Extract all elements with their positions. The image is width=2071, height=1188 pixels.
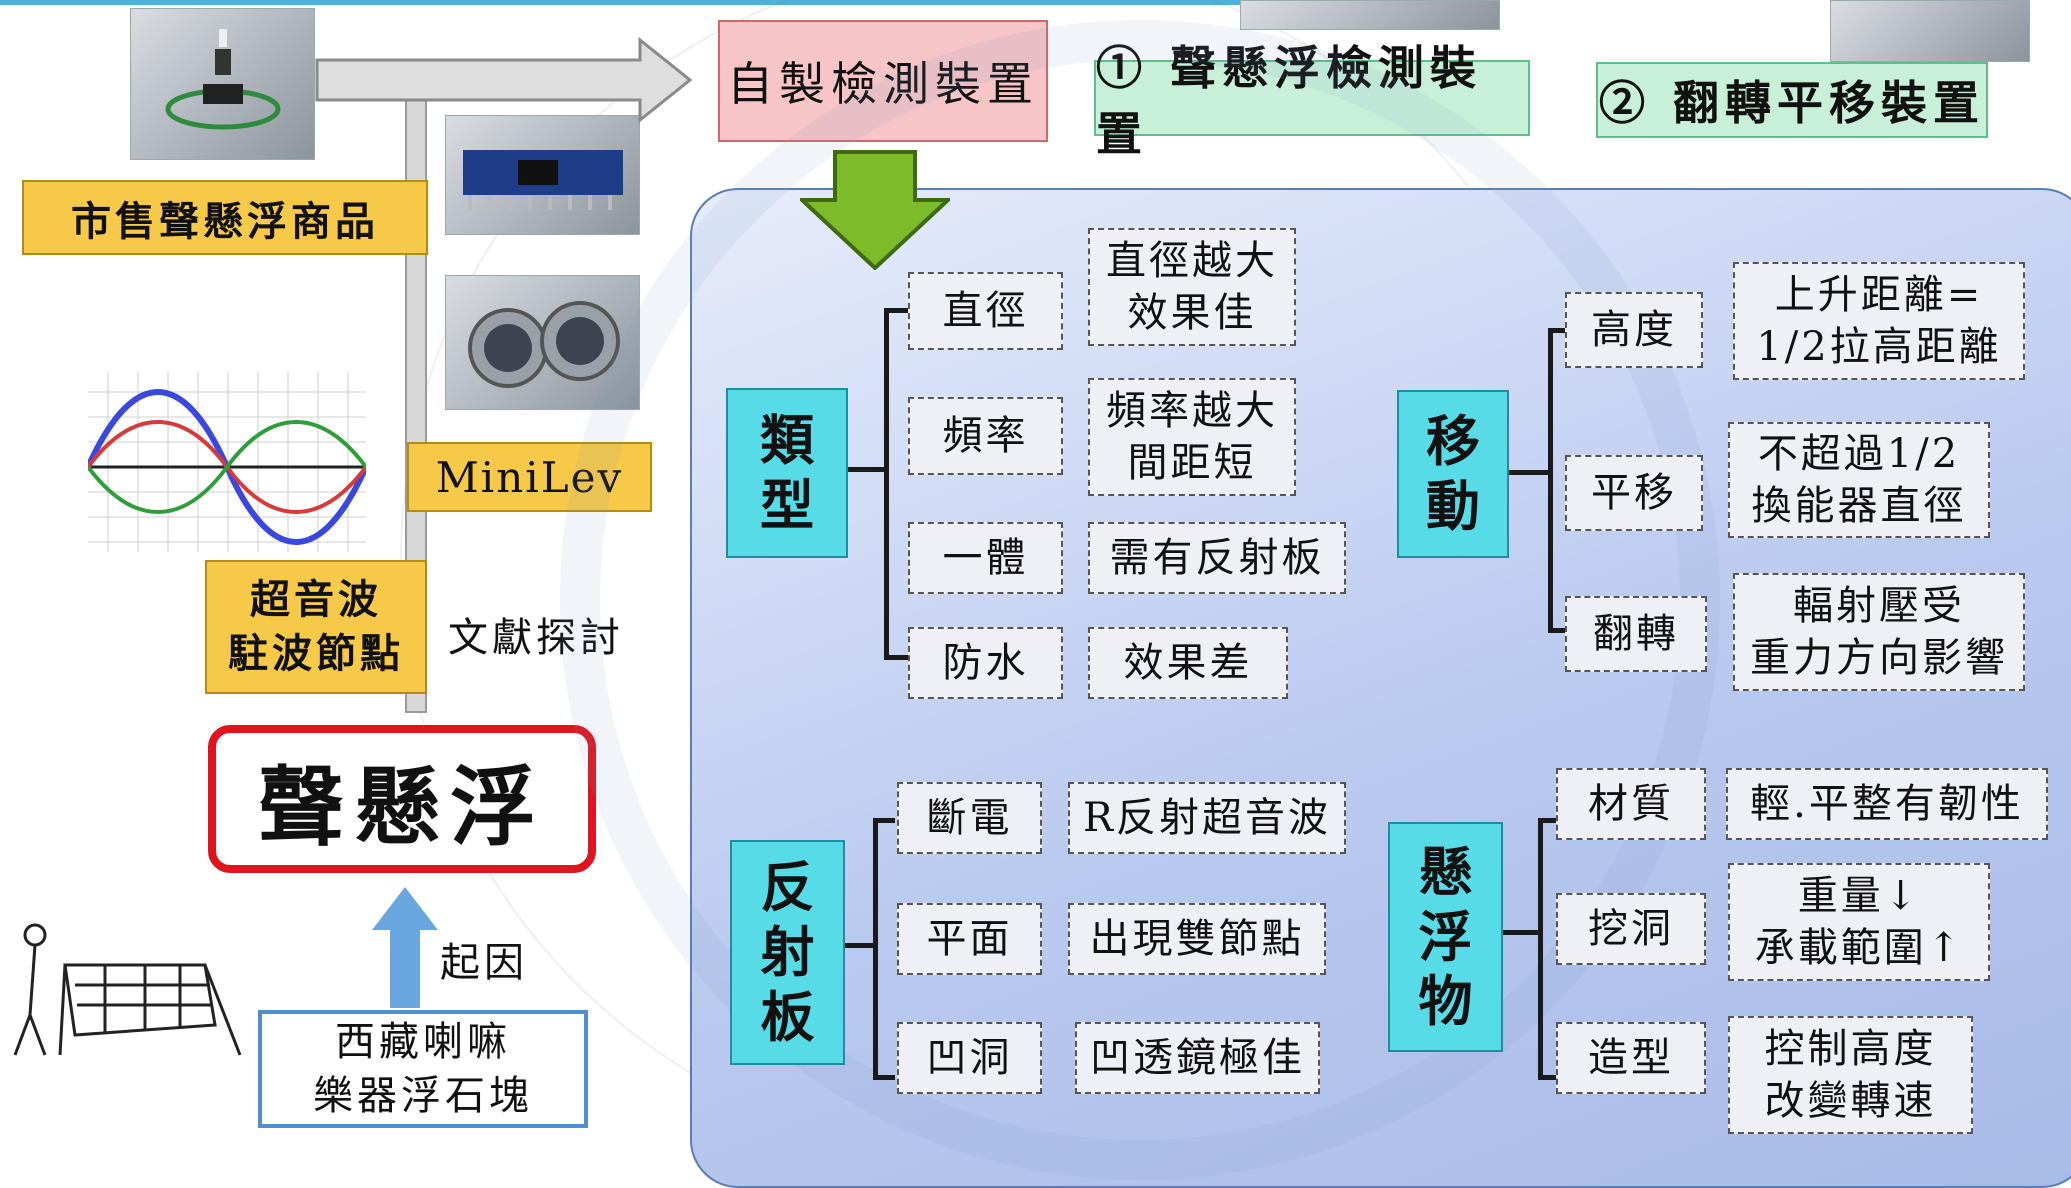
levitated-connector <box>1503 930 1543 935</box>
type-title-char-2: 型 <box>760 473 814 537</box>
move-key-box: 高度 <box>1565 292 1703 368</box>
levitated-key-box: 造型 <box>1556 1022 1706 1094</box>
main-title-box: 聲懸浮 <box>208 725 596 873</box>
levitated-title-char-1: 懸 <box>1418 839 1473 904</box>
move-desc-box: 上升距離= 1/2拉高距離 <box>1733 262 2025 380</box>
ultrasonic-sensor-icon <box>467 300 620 388</box>
levitated-desc-box: 控制高度 改變轉速 <box>1728 1016 1973 1134</box>
type-bracket-line <box>884 308 889 660</box>
tibet-line-2: 樂器浮石塊 <box>313 1073 533 1119</box>
reflector-desc-box: 凹透鏡極佳 <box>1075 1022 1320 1094</box>
move-title-char-1: 移 <box>1426 409 1480 474</box>
gray-arrow-to-device <box>315 36 693 124</box>
levitated-title-char-2: 浮 <box>1418 904 1473 969</box>
type-title-char-1: 類 <box>760 408 814 473</box>
top-accent-line <box>0 0 1420 5</box>
type-key-box: 直徑 <box>908 272 1063 350</box>
reflector-connector <box>845 943 877 948</box>
move-desc-line: 重力方向影響 <box>1750 635 2008 681</box>
blue-up-arrow <box>372 887 438 1008</box>
device-2-label: ② 翻轉平移裝置 <box>1596 62 1988 138</box>
move-desc-line: 1/2拉高距離 <box>1756 324 2002 370</box>
move-key-box: 平移 <box>1565 455 1703 531</box>
move-tick <box>1548 328 1568 333</box>
reflector-title-char-2: 射 <box>760 920 815 985</box>
reflector-key-box: 斷電 <box>897 782 1042 854</box>
type-tick <box>884 308 910 313</box>
move-title-char-2: 動 <box>1426 474 1480 538</box>
type-connector <box>848 467 886 472</box>
origin-label: 起因 <box>440 940 528 986</box>
levitator-icon <box>165 29 280 130</box>
move-desc-line: 不超過1/2 <box>1757 431 1961 477</box>
move-category-box: 移 動 <box>1397 390 1509 558</box>
type-desc-box: 直徑越大 效果佳 <box>1088 228 1296 346</box>
levitated-desc-box: 輕.平整有韌性 <box>1726 768 2048 840</box>
levitated-desc-line: 改變轉速 <box>1764 1078 1937 1124</box>
circuit-board-photo <box>445 115 640 235</box>
reflector-tick <box>873 818 895 823</box>
type-desc-line: 直徑越大 <box>1106 238 1278 284</box>
levitated-desc-box: 重量↓ 承載範圍↑ <box>1728 863 1990 981</box>
top-device-photo-2 <box>1830 0 2030 62</box>
ultrasonic-line-2: 駐波節點 <box>228 630 404 677</box>
move-desc-line: 輻射壓受 <box>1793 583 1965 629</box>
reflector-tick <box>873 1075 895 1080</box>
tibet-line-1: 西藏喇嘛 <box>335 1019 511 1065</box>
type-key-box: 一體 <box>908 522 1063 594</box>
reflector-title-char-3: 板 <box>760 984 815 1049</box>
type-desc-line: 效果佳 <box>1127 290 1257 336</box>
type-key-box: 頻率 <box>908 397 1063 475</box>
move-desc-line: 上升距離= <box>1774 272 1984 318</box>
ultrasonic-standing-wave-label: 超音波 駐波節點 <box>205 560 427 694</box>
levitator-product-photo <box>130 8 315 160</box>
move-tick <box>1548 628 1568 633</box>
reflector-title-char-1: 反 <box>760 855 815 920</box>
move-key-box: 翻轉 <box>1565 596 1707 672</box>
levitated-desc-line: 承載範圍↑ <box>1754 925 1964 971</box>
reflector-desc-box: 出現雙節點 <box>1068 903 1326 975</box>
levitated-title-char-3: 物 <box>1418 969 1473 1034</box>
levitated-key-box: 挖洞 <box>1556 893 1706 965</box>
move-bracket-line <box>1548 328 1553 633</box>
type-category-box: 類 型 <box>726 388 848 558</box>
lama-instrument-sketch <box>13 923 242 1056</box>
levitated-tick <box>1538 818 1558 823</box>
type-desc-line: 間距短 <box>1127 440 1257 486</box>
reflector-desc-box: R反射超音波 <box>1068 782 1346 854</box>
main-title: 聲懸浮 <box>258 756 546 858</box>
move-connector <box>1509 470 1553 475</box>
move-desc-box: 不超過1/2 換能器直徑 <box>1728 422 1990 538</box>
circuit-board-icon <box>462 150 623 210</box>
move-desc-box: 輻射壓受 重力方向影響 <box>1733 573 2025 691</box>
reflector-category-box: 反 射 板 <box>730 840 845 1065</box>
type-desc-box: 頻率越大 間距短 <box>1088 378 1296 496</box>
reflector-bracket-line <box>873 818 878 1080</box>
type-tick <box>884 655 910 660</box>
type-desc-line: 頻率越大 <box>1106 388 1278 434</box>
green-down-arrow <box>800 150 950 270</box>
reflector-key-box: 平面 <box>897 903 1042 975</box>
levitated-key-box: 材質 <box>1556 768 1706 840</box>
ultrasonic-line-1: 超音波 <box>250 576 382 623</box>
commercial-product-label: 市售聲懸浮商品 <box>22 180 428 255</box>
type-desc-box: 效果差 <box>1088 627 1288 699</box>
type-desc-box: 需有反射板 <box>1088 522 1346 594</box>
type-key-box: 防水 <box>908 627 1063 699</box>
tibetan-lama-box: 西藏喇嘛 樂器浮石塊 <box>258 1010 588 1128</box>
levitated-object-category-box: 懸 浮 物 <box>1388 822 1503 1052</box>
levitated-desc-line: 重量↓ <box>1797 873 1921 919</box>
reflector-key-box: 凹洞 <box>897 1022 1042 1094</box>
sine-wave-graph <box>88 372 366 552</box>
top-device-photo-1 <box>1240 0 1500 30</box>
levitated-bracket-line <box>1538 818 1543 1080</box>
move-desc-line: 換能器直徑 <box>1751 483 1967 529</box>
levitated-tick <box>1538 1075 1558 1080</box>
levitated-desc-line: 控制高度 <box>1764 1026 1937 1072</box>
